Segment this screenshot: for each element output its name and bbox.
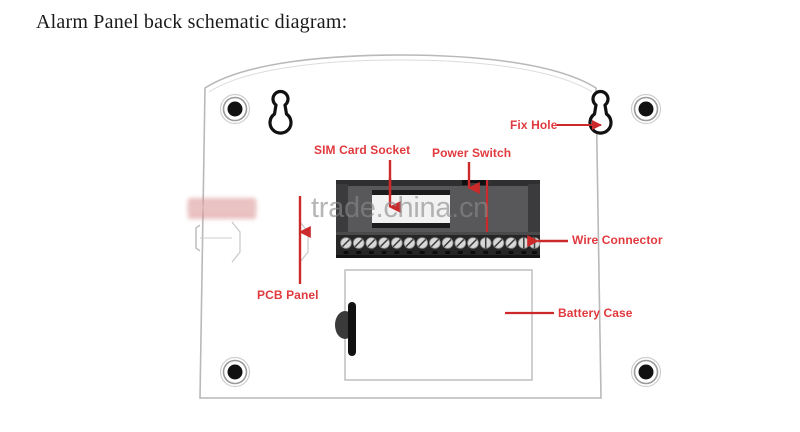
label-power-switch: Power Switch [432, 146, 512, 160]
keyhole-mount-left [268, 89, 293, 135]
wire-connector-terminals [340, 237, 541, 254]
battery-case [335, 269, 533, 381]
label-battery-case: Battery Case [558, 306, 633, 320]
label-wire-connector: Wire Connector [572, 233, 663, 247]
watermark-logo-highlight [188, 203, 256, 212]
screw-hole-bottom-right [630, 356, 662, 388]
pcb-panel-assembly [336, 180, 541, 258]
label-pcb-panel: PCB Panel [257, 288, 319, 302]
label-sim-card-socket: SIM Card Socket [314, 143, 411, 157]
watermark-text: trade.china.cn [311, 192, 489, 224]
screw-hole-bottom-left [219, 356, 251, 388]
sim-card-socket [372, 190, 450, 228]
screw-hole-top-right [630, 93, 662, 125]
label-fix-hole: Fix Hole [510, 118, 558, 132]
page-title: Alarm Panel back schematic diagram: [36, 11, 348, 33]
side-notch [195, 221, 241, 263]
screw-hole-top-left [219, 93, 251, 125]
